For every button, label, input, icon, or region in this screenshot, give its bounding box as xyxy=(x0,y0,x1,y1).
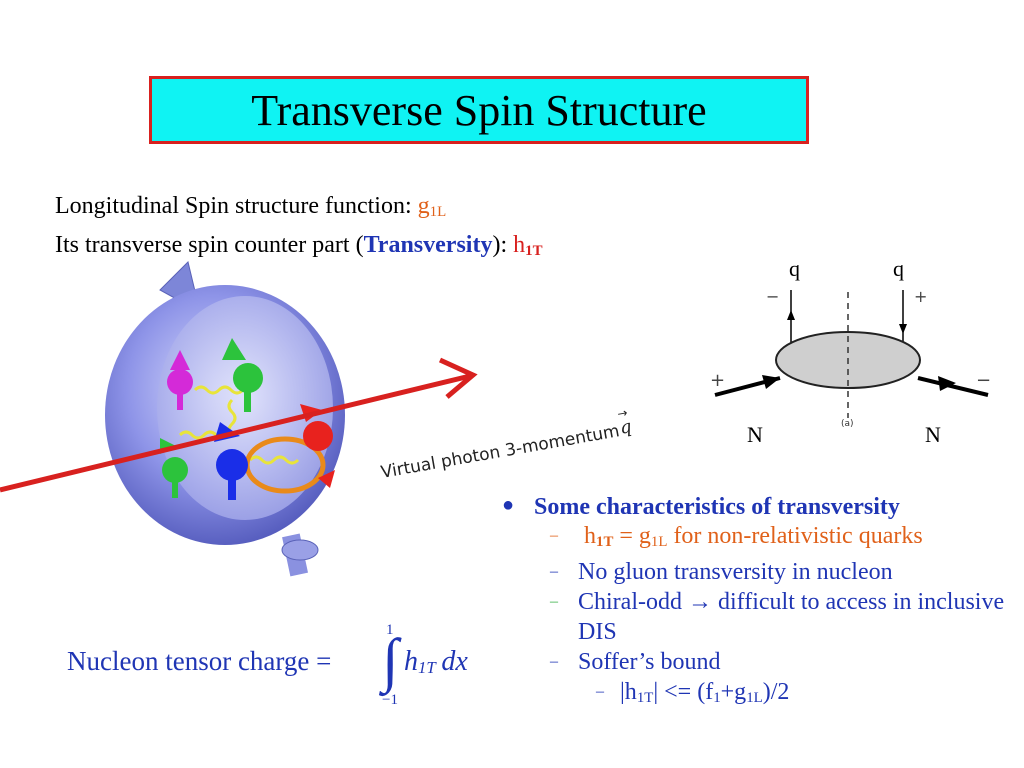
virtual-photon-arrow xyxy=(0,373,471,493)
diagram-q-left: q xyxy=(789,256,800,281)
transversity-term: Transversity xyxy=(363,232,493,258)
diagram-sublabel: (a) xyxy=(841,419,854,429)
photon-vector-symbol: q xyxy=(618,416,633,439)
diagram-q-right: q xyxy=(893,256,904,281)
list-item: – h1T = g1L for non-relativistic quarks xyxy=(550,523,923,550)
h1t-symbol: h1T xyxy=(513,232,543,259)
intro-line-1: Longitudinal Spin structure function: g1… xyxy=(55,190,542,229)
photon-caption: Virtual photon 3-momentum xyxy=(379,421,621,483)
bullet-icon: ● xyxy=(502,494,515,516)
svg-text:−: − xyxy=(976,370,991,391)
gluon-line xyxy=(178,430,218,440)
integral-upper-limit: 1 xyxy=(386,622,394,638)
list-item: – Soffer’s bound xyxy=(550,649,721,675)
nucleon-illustration: Virtual photon 3-momentum q → xyxy=(0,261,633,577)
slide-title: Transverse Spin Structure xyxy=(251,85,707,135)
integrand: h1T dx xyxy=(404,646,468,677)
spin-arrow-down-icon xyxy=(281,533,319,577)
svg-text:+: + xyxy=(710,370,725,391)
characteristics-list: ● Some characteristics of transversity –… xyxy=(500,494,1010,713)
soffer-bound-item: – |h1T| <= (f1+g1L)/2 xyxy=(596,679,790,706)
tensor-charge-label: Nucleon tensor charge = xyxy=(67,646,332,676)
intro-line-2-prefix: Its transverse spin counter part ( xyxy=(55,232,364,258)
intro-line-1-prefix: Longitudinal Spin structure function: xyxy=(55,193,418,219)
svg-text:+: + xyxy=(914,287,927,306)
quark-magenta-icon xyxy=(167,350,193,410)
title-box: Transverse Spin Structure xyxy=(149,76,809,144)
gluon-line xyxy=(248,455,300,465)
photon-arrowhead-icon xyxy=(438,357,478,399)
diagram-n-right: N xyxy=(925,422,941,447)
list-item: – No gluon transversity in nucleon xyxy=(550,559,893,585)
gluon-line xyxy=(193,385,245,395)
svg-text:−: − xyxy=(766,287,779,306)
scattering-diagram: q q − + + − N N (a) xyxy=(710,256,991,447)
svg-text:→: → xyxy=(616,405,628,421)
intro-text: Longitudinal Spin structure function: g1… xyxy=(55,190,542,268)
integral-lower-limit: −1 xyxy=(382,692,398,708)
integral-sign: ∫ xyxy=(382,627,399,693)
quark-green-icon xyxy=(222,338,263,412)
characteristics-heading: ● Some characteristics of transversity xyxy=(502,494,900,520)
list-item: – Chiral-odd → difficult to access in in… xyxy=(550,589,1005,645)
g1l-symbol: g1L xyxy=(417,193,447,220)
integral-expression: 1 ∫ −1 h1T dx xyxy=(382,622,482,712)
intro-line-2: Its transverse spin counter part (Transv… xyxy=(55,232,543,259)
diagram-n-left: N xyxy=(747,422,763,447)
